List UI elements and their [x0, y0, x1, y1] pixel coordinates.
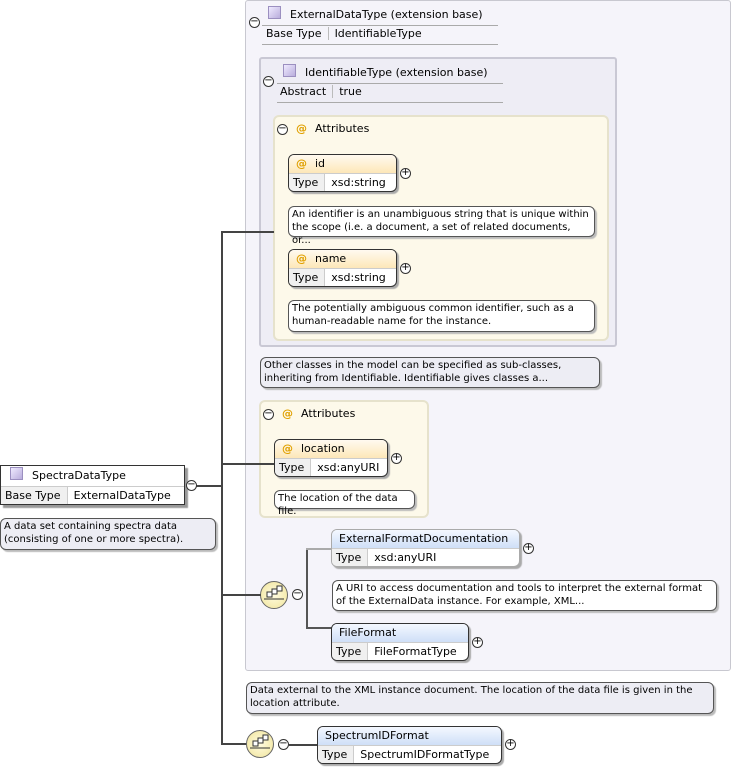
location-attribute-name: location — [301, 442, 345, 455]
collapse-identifiable-base-button[interactable]: − — [263, 75, 274, 87]
name-type-value: xsd:string — [331, 271, 386, 284]
ext-format-doc-name: ExternalFormatDocumentation — [339, 532, 509, 545]
file-format-name: FileFormat — [339, 626, 397, 639]
location-attribute[interactable]: @ location Type xsd:anyURI — [274, 439, 388, 477]
identifiable-base-title: IdentifiableType (extension base) — [283, 64, 488, 82]
external-format-documentation-element[interactable]: ExternalFormatDocumentation Type xsd:anyU… — [331, 529, 520, 567]
spectrum-id-format-name: SpectrumIDFormat — [325, 729, 429, 742]
expand-ext-format-doc-button[interactable]: + — [523, 542, 534, 554]
external-base-title: ExternalDataType (extension base) — [268, 6, 483, 24]
collapse-root-button[interactable]: − — [186, 479, 197, 491]
id-attribute[interactable]: @ id Type xsd:string — [288, 154, 397, 192]
expand-file-format-button[interactable]: + — [472, 636, 483, 648]
external-base-type-key: Base Type — [266, 27, 329, 40]
id-type-key: Type — [289, 174, 326, 191]
identifiable-type-note: Other classes in the model can be specif… — [260, 357, 600, 388]
location-type-value: xsd:anyURI — [317, 461, 380, 474]
sequence-icon — [264, 585, 284, 600]
external-data-type-note: Data external to the XML instance docume… — [246, 682, 714, 714]
external-base-type-value: IdentifiableType — [334, 27, 422, 40]
external-attributes-text: Attributes — [301, 407, 356, 420]
root-name: SpectraDataType — [32, 469, 126, 482]
sequence-icon — [250, 734, 270, 749]
ext-format-doc-note: A URI to access documentation and tools … — [332, 580, 717, 611]
root-base-type-value: ExternalDataType — [73, 489, 171, 502]
identifiable-base-title-text: IdentifiableType (extension base) — [305, 66, 488, 79]
complex-type-icon — [268, 6, 281, 19]
id-type-value: xsd:string — [331, 176, 386, 189]
external-base-title-text: ExternalDataType (extension base) — [290, 8, 483, 21]
spectra-data-type-element[interactable]: SpectraDataType Base Type ExternalDataTyp… — [0, 465, 185, 505]
expand-name-button[interactable]: + — [400, 262, 411, 274]
attribute-icon: @ — [296, 157, 307, 170]
id-attribute-name: id — [315, 157, 326, 170]
ext-format-doc-type-key: Type — [332, 549, 369, 566]
name-type-key: Type — [289, 269, 326, 286]
location-attribute-note: The location of the data file. — [274, 490, 415, 517]
spectrum-id-format-element[interactable]: SpectrumIDFormat Type SpectrumIDFormatTyp… — [317, 726, 502, 764]
abstract-value: true — [339, 85, 362, 98]
spectrum-id-format-type-value: SpectrumIDFormatType — [360, 748, 490, 761]
name-attribute[interactable]: @ name Type xsd:string — [288, 249, 397, 287]
abstract-row: Abstract true — [280, 83, 362, 101]
collapse-identifiable-attributes-button[interactable]: − — [277, 123, 288, 135]
spectrum-sequence-compositor[interactable] — [246, 730, 274, 758]
ext-format-doc-type-value: xsd:anyURI — [374, 551, 437, 564]
name-attribute-note: The potentially ambiguous common identif… — [288, 300, 595, 332]
collapse-spectrum-sequence-button[interactable]: − — [278, 738, 289, 750]
file-format-type-key: Type — [332, 643, 369, 660]
attribute-icon: @ — [282, 407, 293, 420]
root-base-type-key: Base Type — [1, 487, 68, 504]
expand-spectrum-id-format-button[interactable]: + — [505, 738, 516, 750]
expand-location-button[interactable]: + — [391, 452, 402, 464]
complex-type-icon — [10, 467, 23, 480]
name-attribute-name: name — [315, 252, 347, 265]
attribute-icon: @ — [296, 122, 307, 135]
collapse-external-sequence-button[interactable]: − — [292, 588, 303, 600]
abstract-key: Abstract — [280, 85, 334, 98]
identifiable-attributes-text: Attributes — [315, 122, 370, 135]
location-type-key: Type — [275, 459, 312, 476]
collapse-external-attributes-button[interactable]: − — [263, 408, 274, 420]
external-attributes-label: @ Attributes — [282, 406, 355, 422]
external-sequence-compositor[interactable] — [260, 581, 288, 609]
file-format-element[interactable]: FileFormat Type FileFormatType — [331, 623, 469, 661]
root-note: A data set containing spectra data (cons… — [0, 518, 216, 550]
attribute-icon: @ — [282, 442, 293, 455]
expand-id-button[interactable]: + — [400, 167, 411, 179]
id-attribute-note: An identifier is an unambiguous string t… — [288, 206, 595, 246]
complex-type-icon — [283, 64, 296, 77]
external-base-type-row: Base Type IdentifiableType — [266, 25, 422, 43]
file-format-type-value: FileFormatType — [374, 645, 457, 658]
collapse-external-base-button[interactable]: − — [249, 16, 260, 28]
identifiable-attributes-label: @ Attributes — [296, 121, 369, 137]
attribute-icon: @ — [296, 252, 307, 265]
spectrum-id-format-type-key: Type — [318, 746, 355, 763]
